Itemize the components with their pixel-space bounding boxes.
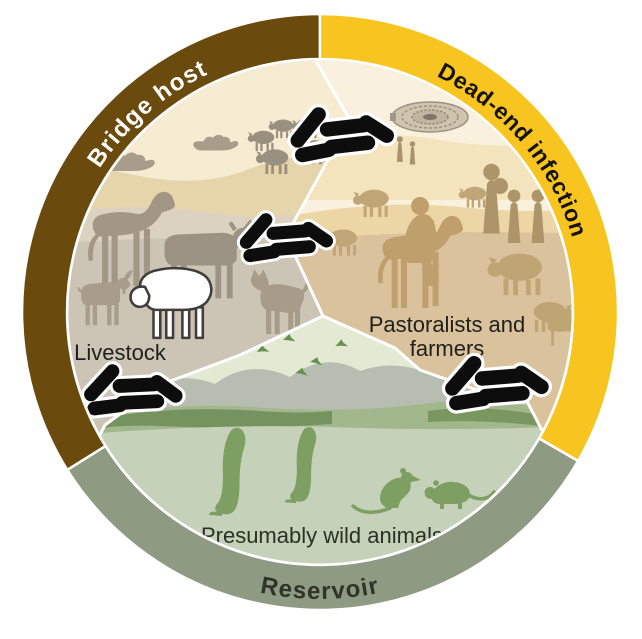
white-sheep-silhouette — [129, 266, 213, 340]
pastoral-near-animals — [487, 253, 572, 346]
horse-rider-silhouette — [377, 197, 463, 308]
rat-silhouette — [351, 468, 421, 514]
ring-segment-reservoir — [65, 436, 580, 612]
standing-people-group — [483, 163, 545, 244]
rat-silhouette — [424, 480, 496, 509]
dog-silhouette — [250, 269, 311, 334]
wild-animals-label: Presumably wild animals — [201, 523, 443, 548]
reservoir-field — [68, 425, 572, 564]
goat-silhouette — [76, 270, 134, 326]
pastoralists-label-line1: Pastoralists and — [369, 312, 526, 337]
camel-lying-silhouette — [101, 134, 239, 171]
yurt-top-view-icon — [390, 101, 469, 133]
horse-silhouette — [88, 191, 175, 286]
outer-ring — [20, 12, 620, 612]
livestock-label: Livestock — [74, 340, 167, 365]
